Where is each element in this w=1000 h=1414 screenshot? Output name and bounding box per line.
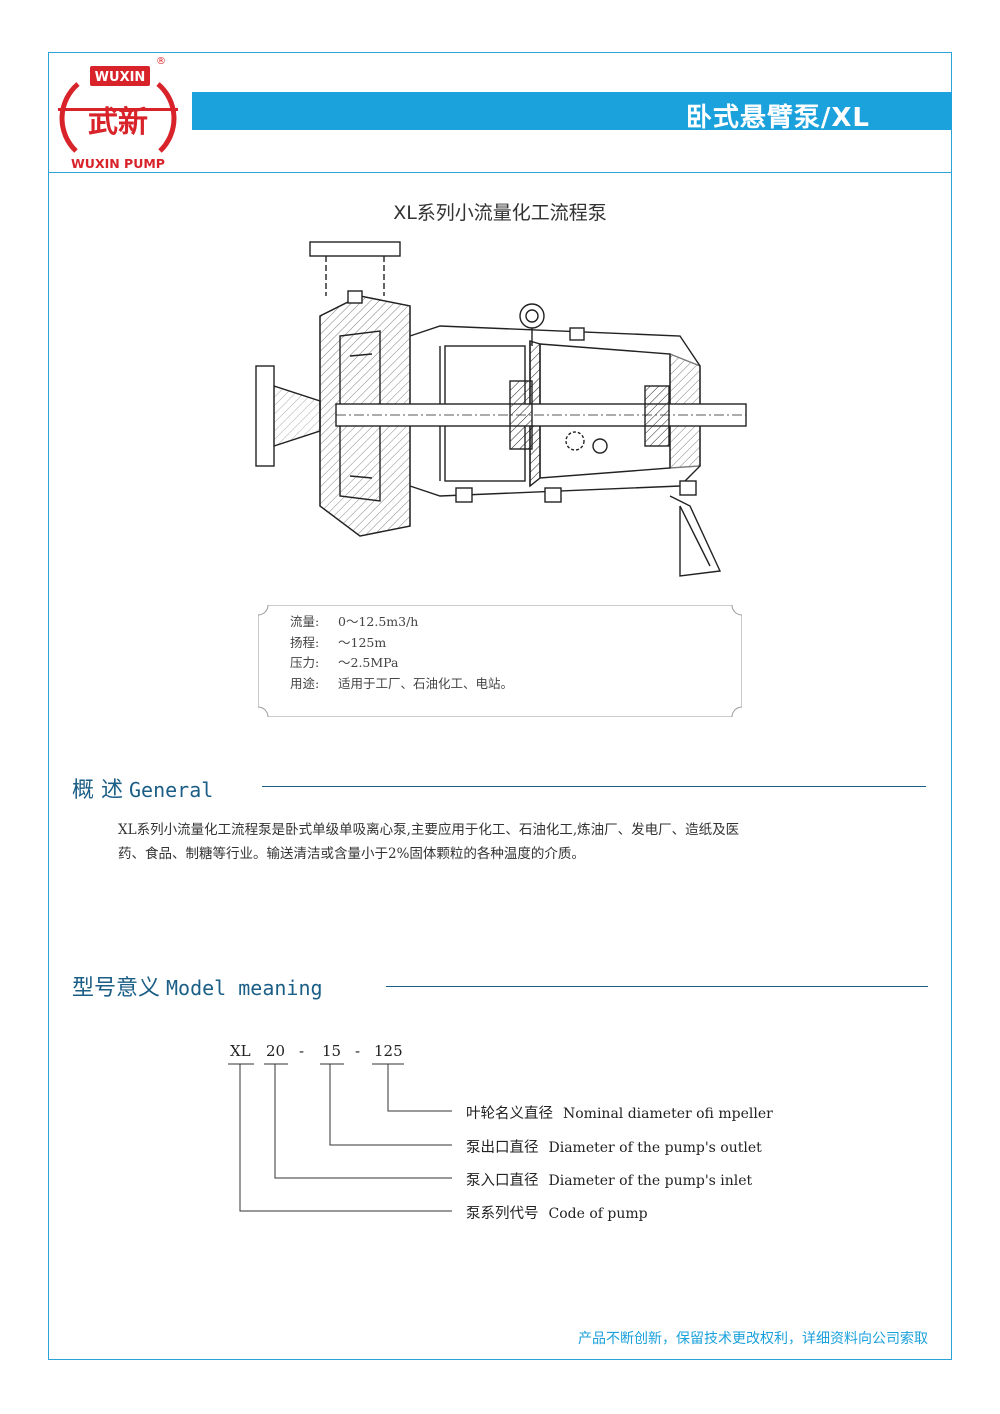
general-body-line: XL系列小流量化工流程泵是卧式单级单吸离心泵,主要应用于化工、石油化工,炼油厂、…	[118, 822, 740, 838]
spec-value: ～125m	[338, 634, 387, 650]
pump-section-drawing	[255, 241, 747, 577]
logo-arc-right	[156, 82, 177, 153]
spec-label: 用途:	[290, 675, 320, 691]
model-code-impeller: 125	[374, 1042, 403, 1060]
spec-row-pressure: 压力: ～2.5MPa	[290, 653, 513, 674]
model-heading-en: Model meaning	[166, 976, 323, 1000]
model-code-outlet: 15	[322, 1042, 342, 1060]
spec-label: 压力:	[290, 655, 320, 670]
general-heading-en: General	[129, 778, 214, 802]
model-legend-series: 泵系列代号 Code of pump	[466, 1202, 648, 1223]
model-code-dash: -	[299, 1042, 305, 1060]
wuxin-logo: WUXIN ® 武新 WUXIN PUMP	[58, 56, 178, 171]
logo-top-text: WUXIN	[95, 70, 146, 85]
logo-left-bar	[58, 108, 178, 111]
header-title: 卧式悬臂泵/XL	[685, 103, 870, 133]
header-title-bar: 卧式悬臂泵/XL	[192, 92, 952, 133]
general-heading-rule	[262, 786, 926, 787]
model-legend-outlet: 泵出口直径 Diameter of the pump's outlet	[466, 1136, 762, 1157]
general-heading-cn: 概 述	[72, 778, 123, 803]
model-legend-impeller: 叶轮名义直径 Nominal diameter ofi mpeller	[466, 1102, 773, 1123]
general-body-line: 药、食品、制糖等行业。输送清洁或含量小于2%固体颗粒的各种温度的介质。	[118, 846, 585, 862]
model-code-inlet: 20	[266, 1042, 286, 1060]
spec-box-frame	[258, 605, 742, 717]
model-legend-cn: 泵出口直径	[466, 1140, 539, 1156]
document-title: XL系列小流量化工流程泵	[393, 202, 607, 224]
model-legend-cn: 泵入口直径	[466, 1173, 539, 1189]
logo-bottom-text: WUXIN PUMP	[71, 156, 165, 171]
spec-label: 流量:	[290, 614, 320, 629]
page-frame	[48, 52, 952, 1360]
model-heading-rule	[386, 986, 928, 987]
footer-note: 产品不断创新，保留技术更改权利，详细资料向公司索取	[578, 1331, 928, 1347]
spec-value: 适用于工厂、石油化工、电站。	[338, 675, 514, 691]
spec-row-flow: 流量: 0～12.5m3/h	[290, 612, 513, 633]
model-legend-en: Code of pump	[548, 1206, 648, 1222]
model-legend-en: Nominal diameter ofi mpeller	[563, 1106, 773, 1122]
model-legend-en: Diameter of the pump's outlet	[548, 1140, 762, 1156]
header-divider	[48, 172, 952, 173]
logo-chinese-mark: 武新	[88, 105, 148, 140]
spec-list: 流量: 0～12.5m3/h 扬程: ～125m 压力: ～2.5MPa 用途: 适用于…	[290, 612, 513, 694]
spec-row-usage: 用途: 适用于工厂、石油化工、电站。	[290, 674, 513, 695]
spec-row-head: 扬程: ～125m	[290, 633, 513, 654]
model-legend-cn: 泵系列代号	[466, 1206, 539, 1222]
model-heading-cn: 型号意义	[72, 976, 161, 1001]
logo-registered: ®	[156, 56, 166, 67]
model-legend-en: Diameter of the pump's inlet	[548, 1173, 753, 1189]
general-body: XL系列小流量化工流程泵是卧式单级单吸离心泵,主要应用于化工、石油化工,炼油厂、…	[118, 818, 908, 866]
logo-top-plate	[90, 66, 150, 86]
model-legend-cn: 叶轮名义直径	[466, 1106, 553, 1122]
model-code-series: XL	[230, 1042, 251, 1060]
spec-value: ～2.5MPa	[338, 655, 399, 670]
model-code-dash: -	[355, 1042, 361, 1060]
spec-label: 扬程:	[290, 634, 320, 650]
model-legend-inlet: 泵入口直径 Diameter of the pump's inlet	[466, 1169, 752, 1190]
logo-arc-left	[59, 82, 80, 153]
spec-value: 0～12.5m3/h	[338, 614, 419, 629]
